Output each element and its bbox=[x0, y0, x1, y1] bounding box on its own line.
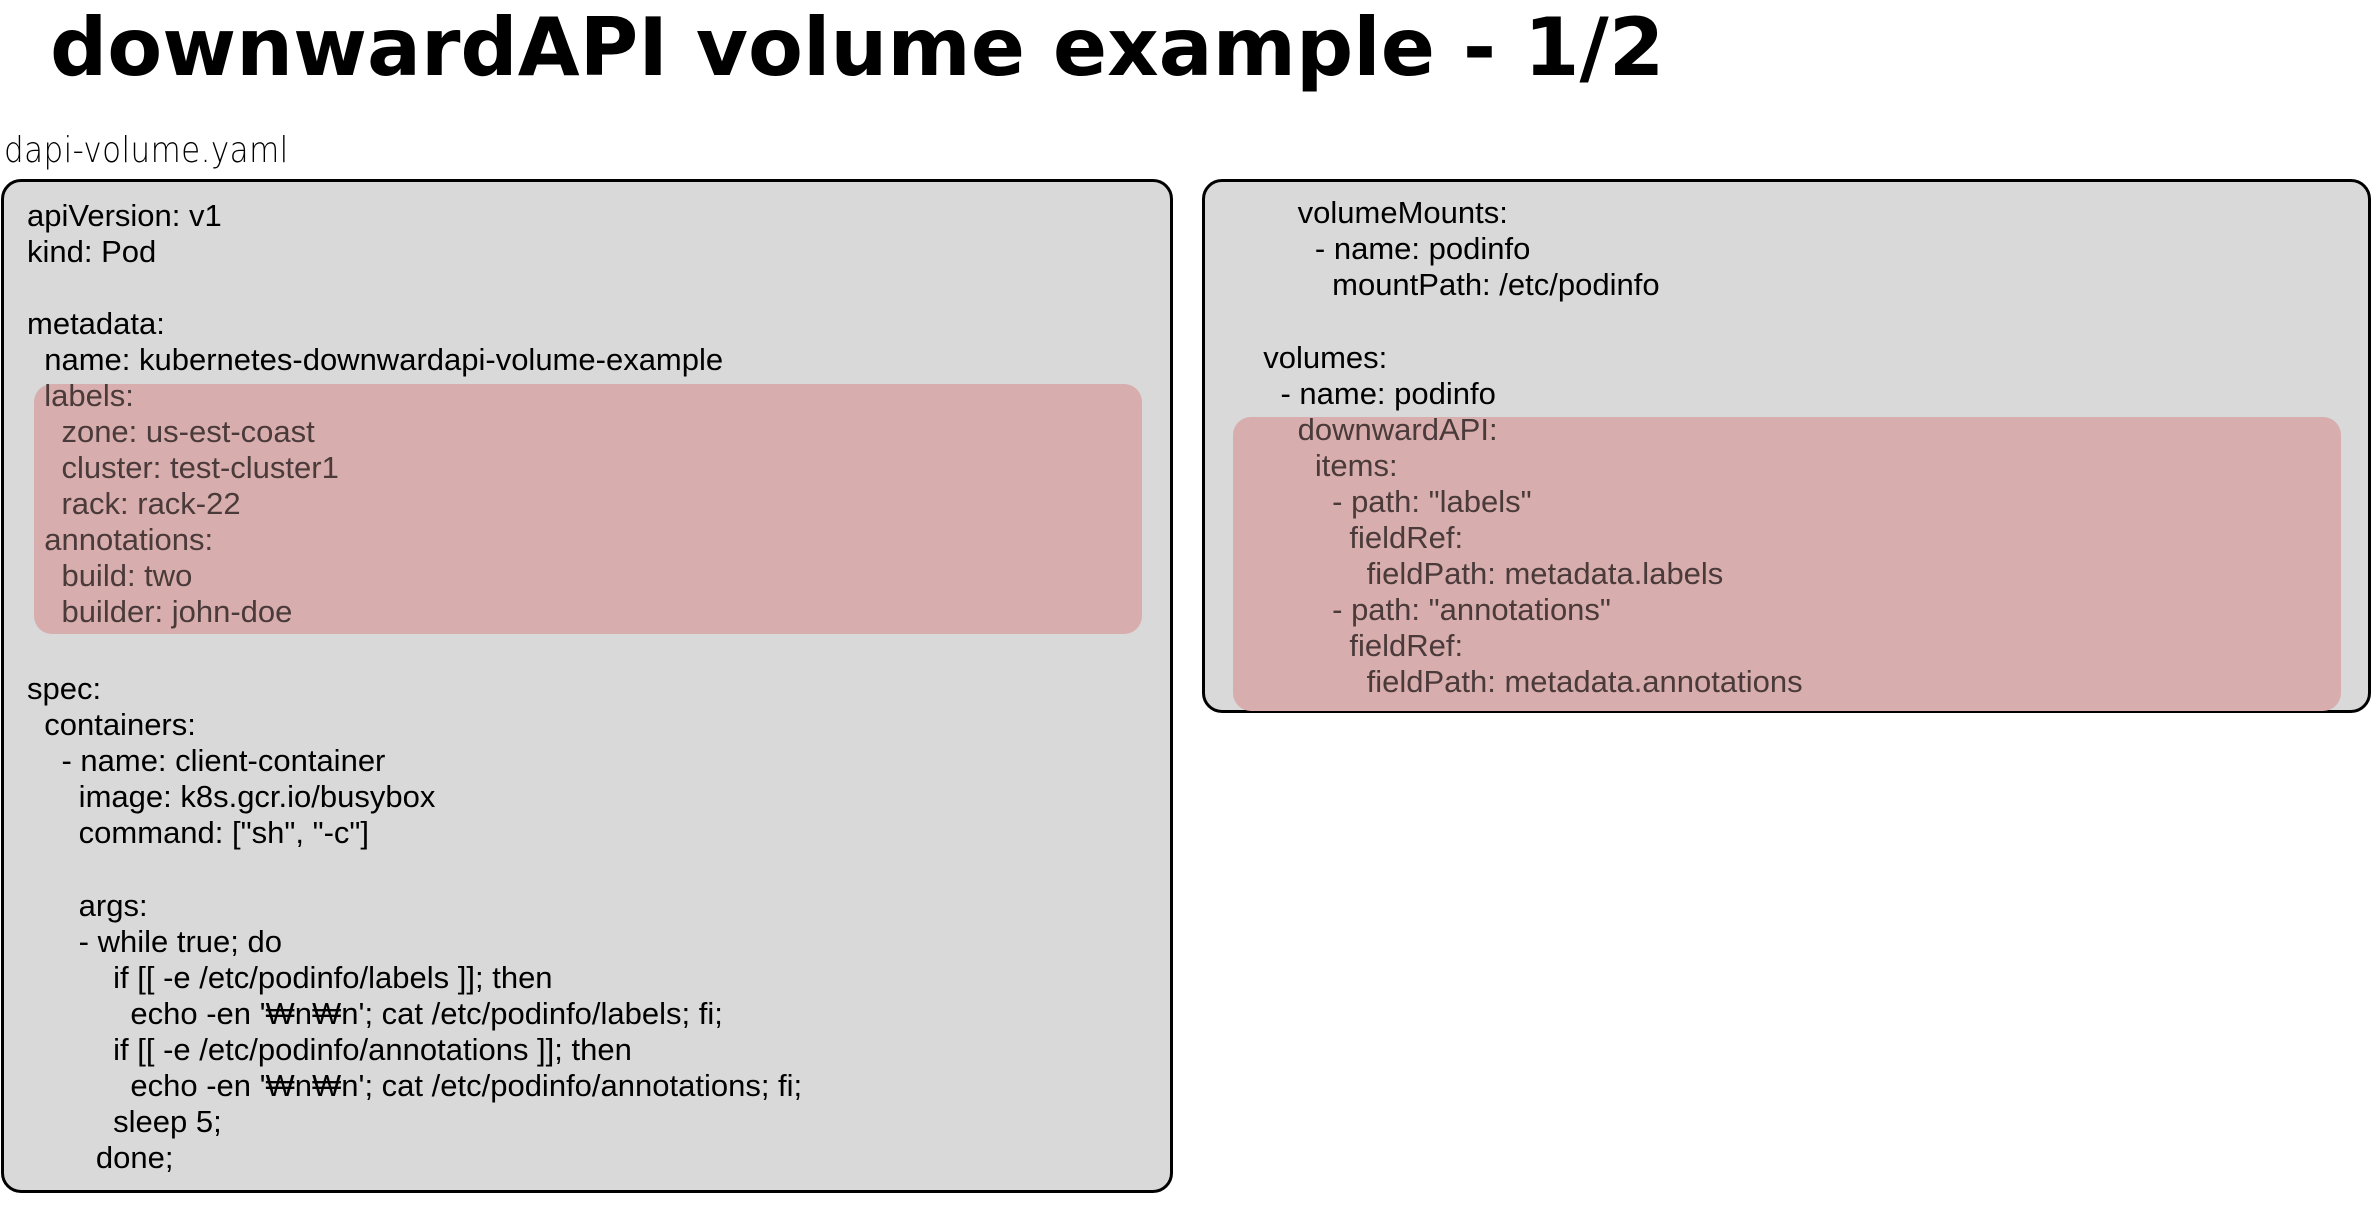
downward-api-highlight bbox=[1233, 417, 2341, 711]
code-line: echo -en '₩n₩n'; cat /etc/podinfo/annota… bbox=[27, 1068, 803, 1103]
code-line: downwardAPI: bbox=[1246, 412, 1498, 447]
code-line: fieldRef: bbox=[1246, 628, 1464, 663]
code-line: builder: john-doe bbox=[27, 594, 293, 629]
code-line: build: two bbox=[27, 558, 193, 593]
code-line: items: bbox=[1246, 448, 1398, 483]
code-line: fieldPath: metadata.annotations bbox=[1246, 664, 1803, 699]
code-line: volumes: bbox=[1246, 340, 1388, 375]
code-line: spec: bbox=[27, 671, 102, 706]
code-line: fieldRef: bbox=[1246, 520, 1464, 555]
code-line: apiVersion: v1 bbox=[27, 198, 222, 233]
code-line: cluster: test-cluster1 bbox=[27, 450, 339, 485]
code-line: annotations: bbox=[27, 522, 214, 557]
code-line: - while true; do bbox=[27, 924, 282, 959]
code-line: kind: Pod bbox=[27, 234, 157, 269]
code-line: if [[ -e /etc/podinfo/labels ]]; then bbox=[27, 960, 553, 995]
code-line: - name: podinfo bbox=[1246, 231, 1531, 266]
code-line: volumeMounts: bbox=[1246, 195, 1508, 230]
code-line: containers: bbox=[27, 707, 196, 742]
code-line: rack: rack-22 bbox=[27, 486, 241, 521]
code-line: args: bbox=[27, 888, 148, 923]
code-line: mountPath: /etc/podinfo bbox=[1246, 267, 1660, 302]
code-line: command: ["sh", "-c"] bbox=[27, 815, 370, 850]
code-line: - path: "labels" bbox=[1246, 484, 1532, 519]
code-line: name: kubernetes-downwardapi-volume-exam… bbox=[27, 342, 724, 377]
code-line: labels: bbox=[27, 378, 134, 413]
code-line: echo -en '₩n₩n'; cat /etc/podinfo/labels… bbox=[27, 996, 723, 1031]
code-line: image: k8s.gcr.io/busybox bbox=[27, 779, 436, 814]
code-line: zone: us-est-coast bbox=[27, 414, 315, 449]
file-name-label: dapi-volume.yaml bbox=[4, 130, 289, 171]
code-line: done; bbox=[27, 1140, 174, 1175]
code-line: sleep 5; bbox=[27, 1104, 222, 1139]
code-line: - path: "annotations" bbox=[1246, 592, 1611, 627]
code-line: - name: client-container bbox=[27, 743, 386, 778]
code-line: if [[ -e /etc/podinfo/annotations ]]; th… bbox=[27, 1032, 632, 1067]
metadata-labels-highlight bbox=[34, 384, 1142, 634]
slide-title: downwardAPI volume example - 1/2 bbox=[50, 1, 1665, 94]
code-line: - name: podinfo bbox=[1246, 376, 1496, 411]
code-line: fieldPath: metadata.labels bbox=[1246, 556, 1724, 591]
left-code-panel bbox=[1, 179, 1173, 1193]
code-line: metadata: bbox=[27, 306, 165, 341]
